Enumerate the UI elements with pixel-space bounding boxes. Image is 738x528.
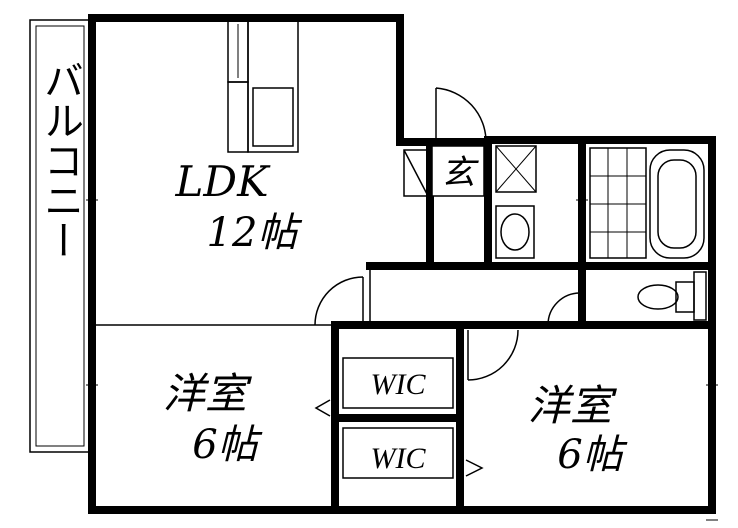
ldk-size: 12帖: [207, 210, 303, 256]
wic-area: WIC WIC: [314, 321, 484, 514]
balcony-inner-outline: [35, 25, 85, 447]
balcony-label: バルコニー: [37, 60, 83, 260]
shoe-rack: [403, 149, 429, 197]
entrance-step: [431, 145, 485, 197]
western-right-size: 6帖: [557, 432, 627, 478]
entrance-door-swing: [435, 87, 487, 143]
wic-lower-door-mark: [465, 459, 484, 477]
vanity-basin: [500, 213, 530, 251]
ldk-door-swing: [314, 276, 364, 326]
kitchen-sink: [252, 87, 294, 147]
washing-machine: [495, 145, 537, 193]
toilet-room: [637, 271, 707, 321]
entrance-label: 玄: [441, 153, 479, 193]
wic-lower-box: [342, 427, 454, 479]
western-left-label: 洋室: [163, 369, 252, 418]
wic-lower-label: WIC: [371, 442, 427, 475]
western-right-door-swing: [467, 329, 519, 381]
toilet-door-panel: [693, 271, 707, 321]
kitchen-cabinet: [247, 19, 299, 153]
bathtub: [649, 149, 705, 259]
western-left-size: 6帖: [192, 422, 262, 468]
washing-machine-x2: [495, 145, 537, 193]
ldk-label: LDK: [175, 157, 272, 206]
wic-upper-box: [342, 357, 454, 409]
bathtub-inner: [657, 159, 697, 249]
stove-area: [227, 81, 249, 153]
window-marks: [86, 199, 718, 521]
wic-upper-label: WIC: [371, 368, 427, 401]
washroom-door-swing: [547, 292, 581, 326]
entrance: 玄: [396, 87, 492, 270]
western-right-label: 洋室: [528, 381, 617, 430]
toilet-bowl: [637, 284, 679, 310]
balcony: バルコニー: [29, 19, 91, 453]
kitchen-counter: [227, 19, 299, 153]
bath-tile-area: [589, 147, 647, 259]
entrance-shoe-rack-diag: [403, 149, 429, 197]
wic-upper-door-mark: [314, 399, 331, 417]
washroom: [495, 136, 586, 329]
bathroom: [578, 147, 716, 270]
vanity: [495, 205, 535, 259]
